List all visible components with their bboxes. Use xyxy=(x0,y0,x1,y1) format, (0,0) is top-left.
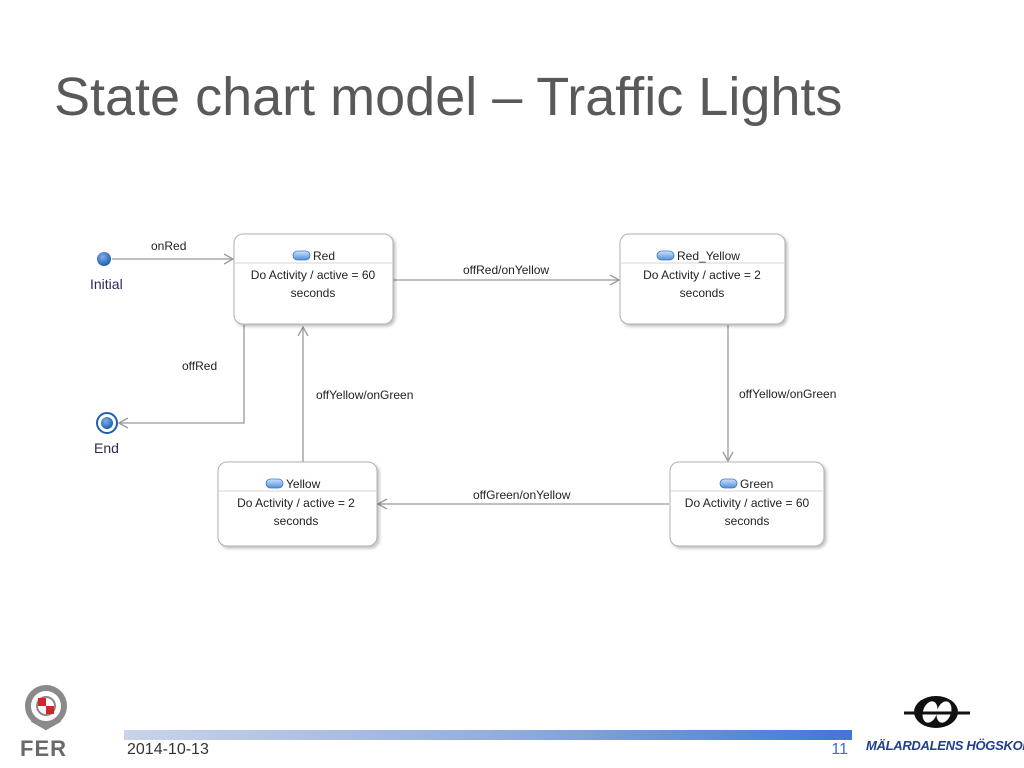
state-box xyxy=(233,233,394,325)
page-number: 11 xyxy=(831,741,848,758)
transition-label: offYellow/onGreen xyxy=(739,387,836,401)
state-activity-unit: seconds xyxy=(680,286,725,300)
state-activity-unit: seconds xyxy=(291,286,336,300)
initial-node-label: Initial xyxy=(90,276,123,292)
footer-date: 2014-10-13 xyxy=(127,741,209,758)
state-box xyxy=(217,461,378,547)
state-pill-icon xyxy=(656,250,675,261)
transition-label: offGreen/onYellow xyxy=(473,488,571,502)
mdh-emblem-icon xyxy=(904,696,970,728)
transition-label: onRed xyxy=(151,239,186,253)
fer-logo-text: FER xyxy=(20,736,67,761)
state-activity-unit: seconds xyxy=(725,514,770,528)
state-pill-icon xyxy=(719,478,738,489)
transition-red-yellow-to-green: offYellow/onGreen xyxy=(722,325,836,463)
state-green: Green Do Activity / active = 60 seconds xyxy=(669,461,825,547)
end-node-inner-circle xyxy=(101,417,113,429)
state-activity: Do Activity / active = 60 xyxy=(251,268,376,282)
fer-emblem-icon: FER xyxy=(20,685,67,761)
transition-label: offRed/onYellow xyxy=(463,263,549,277)
end-node: End xyxy=(94,412,119,456)
state-name: Red_Yellow xyxy=(677,249,740,263)
fer-logo: FER xyxy=(18,684,78,762)
state-activity: Do Activity / active = 2 xyxy=(237,496,355,510)
state-red-yellow: Red_Yellow Do Activity / active = 2 seco… xyxy=(619,233,786,325)
initial-node: Initial xyxy=(90,252,123,292)
transition-red-to-red-yellow: offRed/onYellow xyxy=(393,263,621,286)
transition-green-to-yellow: offGreen/onYellow xyxy=(376,488,669,510)
transition-label: offRed xyxy=(182,359,217,373)
state-box xyxy=(669,461,825,547)
state-name: Red xyxy=(313,249,335,263)
state-name: Yellow xyxy=(286,477,321,491)
slide-title: State chart model – Traffic Lights xyxy=(54,67,843,127)
state-yellow: Yellow Do Activity / active = 2 seconds xyxy=(217,461,378,547)
state-activity-unit: seconds xyxy=(274,514,319,528)
transition-label: offYellow/onGreen xyxy=(316,388,413,402)
state-name: Green xyxy=(740,477,773,491)
state-red: Red Do Activity / active = 60 seconds xyxy=(233,233,394,325)
transition-arrow xyxy=(117,325,245,429)
footer-accent-bar xyxy=(124,730,852,740)
state-activity: Do Activity / active = 60 xyxy=(685,496,810,510)
mdh-logo-text: MÄLARDALENS HÖGSKOLA xyxy=(866,738,1024,753)
state-pill-icon xyxy=(292,250,311,261)
transition-red-to-end: offRed xyxy=(117,325,245,429)
state-pill-icon xyxy=(265,478,284,489)
state-activity: Do Activity / active = 2 xyxy=(643,268,761,282)
transition-yellow-to-red: offYellow/onGreen xyxy=(297,325,413,462)
end-node-label: End xyxy=(94,440,119,456)
initial-node-circle xyxy=(97,252,111,266)
mdh-logo: MÄLARDALENS HÖGSKOLA xyxy=(866,690,1024,764)
transition-initial-to-red: onRed xyxy=(112,239,235,265)
